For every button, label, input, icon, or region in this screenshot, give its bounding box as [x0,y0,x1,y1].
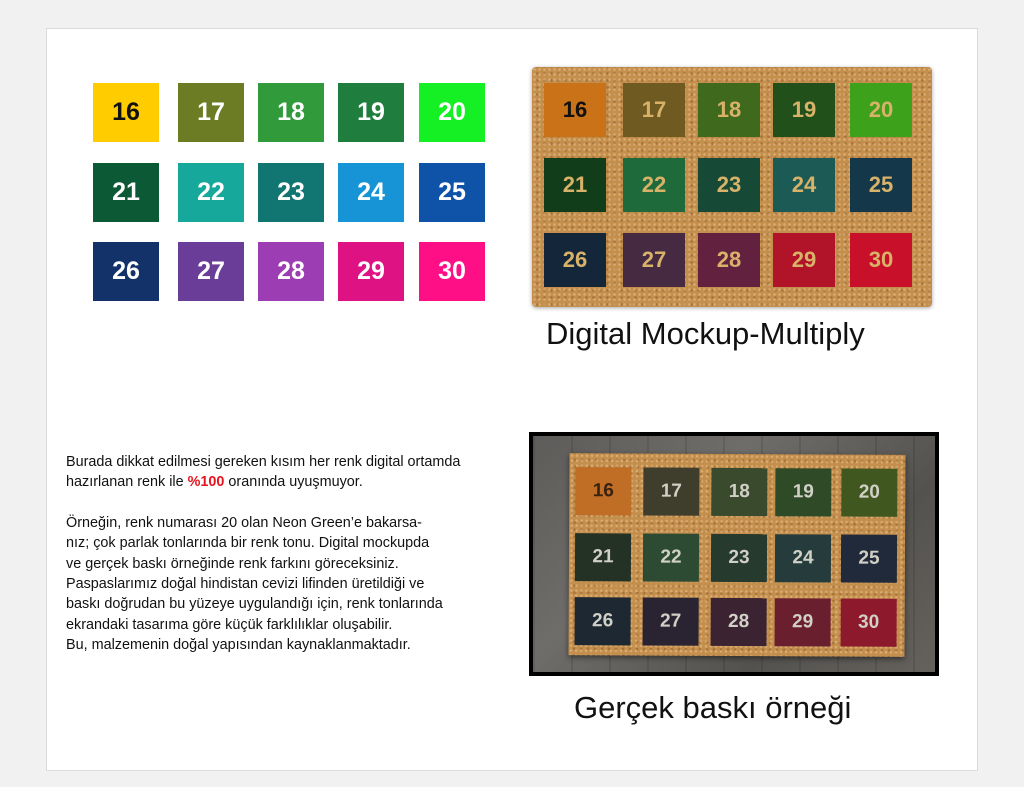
paragraph-2-line: Bu, malzemenin doğal yapısından kaynakla… [66,637,411,654]
swatch-26: 26 [93,242,159,301]
swatch-19: 19 [338,83,404,142]
mockup-caption: Digital Mockup-Multiply [546,316,865,351]
swatch-23: 23 [258,163,324,222]
paragraph-2-line: nız; çok parlak tonlarında bir renk tonu… [66,535,430,552]
real-square-24: 24 [774,534,832,583]
mockup-square-18: 18 [698,83,760,137]
real-square-27: 27 [642,597,699,646]
mockup-square-26: 26 [544,233,606,287]
real-print-caption: Gerçek baskı örneği [574,690,852,725]
paragraph-2-line: Örneğin, renk numarası 20 olan Neon Gree… [66,514,422,531]
mockup-square-16: 16 [544,83,606,137]
swatch-18: 18 [258,83,324,142]
real-square-22: 22 [642,533,700,582]
paragraph-1: Burada dikkat edilmesi gereken kısım her… [66,454,461,491]
real-square-29: 29 [774,598,831,647]
mockup-square-25: 25 [850,158,912,212]
explanation-text: Burada dikkat edilmesi gereken kısım her… [66,452,526,656]
swatch-16: 16 [93,83,159,142]
real-square-26: 26 [574,597,631,646]
paragraph-2-line: Paspaslarımız doğal hindistan cevizi lif… [66,576,425,593]
real-square-20: 20 [841,468,898,517]
swatch-29: 29 [338,242,404,301]
mockup-square-29: 29 [773,233,835,287]
real-square-25: 25 [840,534,898,583]
real-square-30: 30 [840,598,897,647]
mockup-square-21: 21 [544,158,606,212]
mockup-square-28: 28 [698,233,760,287]
mockup-square-20: 20 [850,83,912,137]
paragraph-2: Örneğin, renk numarası 20 olan Neon Gree… [66,513,526,656]
mockup-square-17: 17 [623,83,685,137]
swatch-21: 21 [93,163,159,222]
swatch-30: 30 [419,242,485,301]
swatch-24: 24 [338,163,404,222]
mockup-square-30: 30 [850,233,912,287]
mockup-square-22: 22 [623,158,685,212]
mockup-square-19: 19 [773,83,835,137]
real-square-19: 19 [775,468,832,517]
real-square-28: 28 [710,597,767,647]
paragraph-2-line: baskı doğrudan bu yüzeye uygulandığı içi… [66,596,443,613]
real-square-23: 23 [710,533,768,583]
real-square-17: 17 [643,467,700,516]
swatch-28: 28 [258,242,324,301]
real-square-21: 21 [574,533,632,582]
percent-highlight: %100 [187,474,225,491]
swatch-25: 25 [419,163,485,222]
mockup-square-23: 23 [698,158,760,212]
paragraph-2-line: ekrandaki tasarıma göre küçük farklılıkl… [66,616,393,633]
real-square-18: 18 [711,467,768,517]
real-square-16: 16 [575,467,632,516]
swatch-22: 22 [178,163,244,222]
mockup-square-27: 27 [623,233,685,287]
paragraph-2-line: ve gerçek baskı örneğinde renk farkını g… [66,555,399,572]
mockup-square-24: 24 [773,158,835,212]
swatch-27: 27 [178,242,244,301]
swatch-20: 20 [419,83,485,142]
swatch-17: 17 [178,83,244,142]
